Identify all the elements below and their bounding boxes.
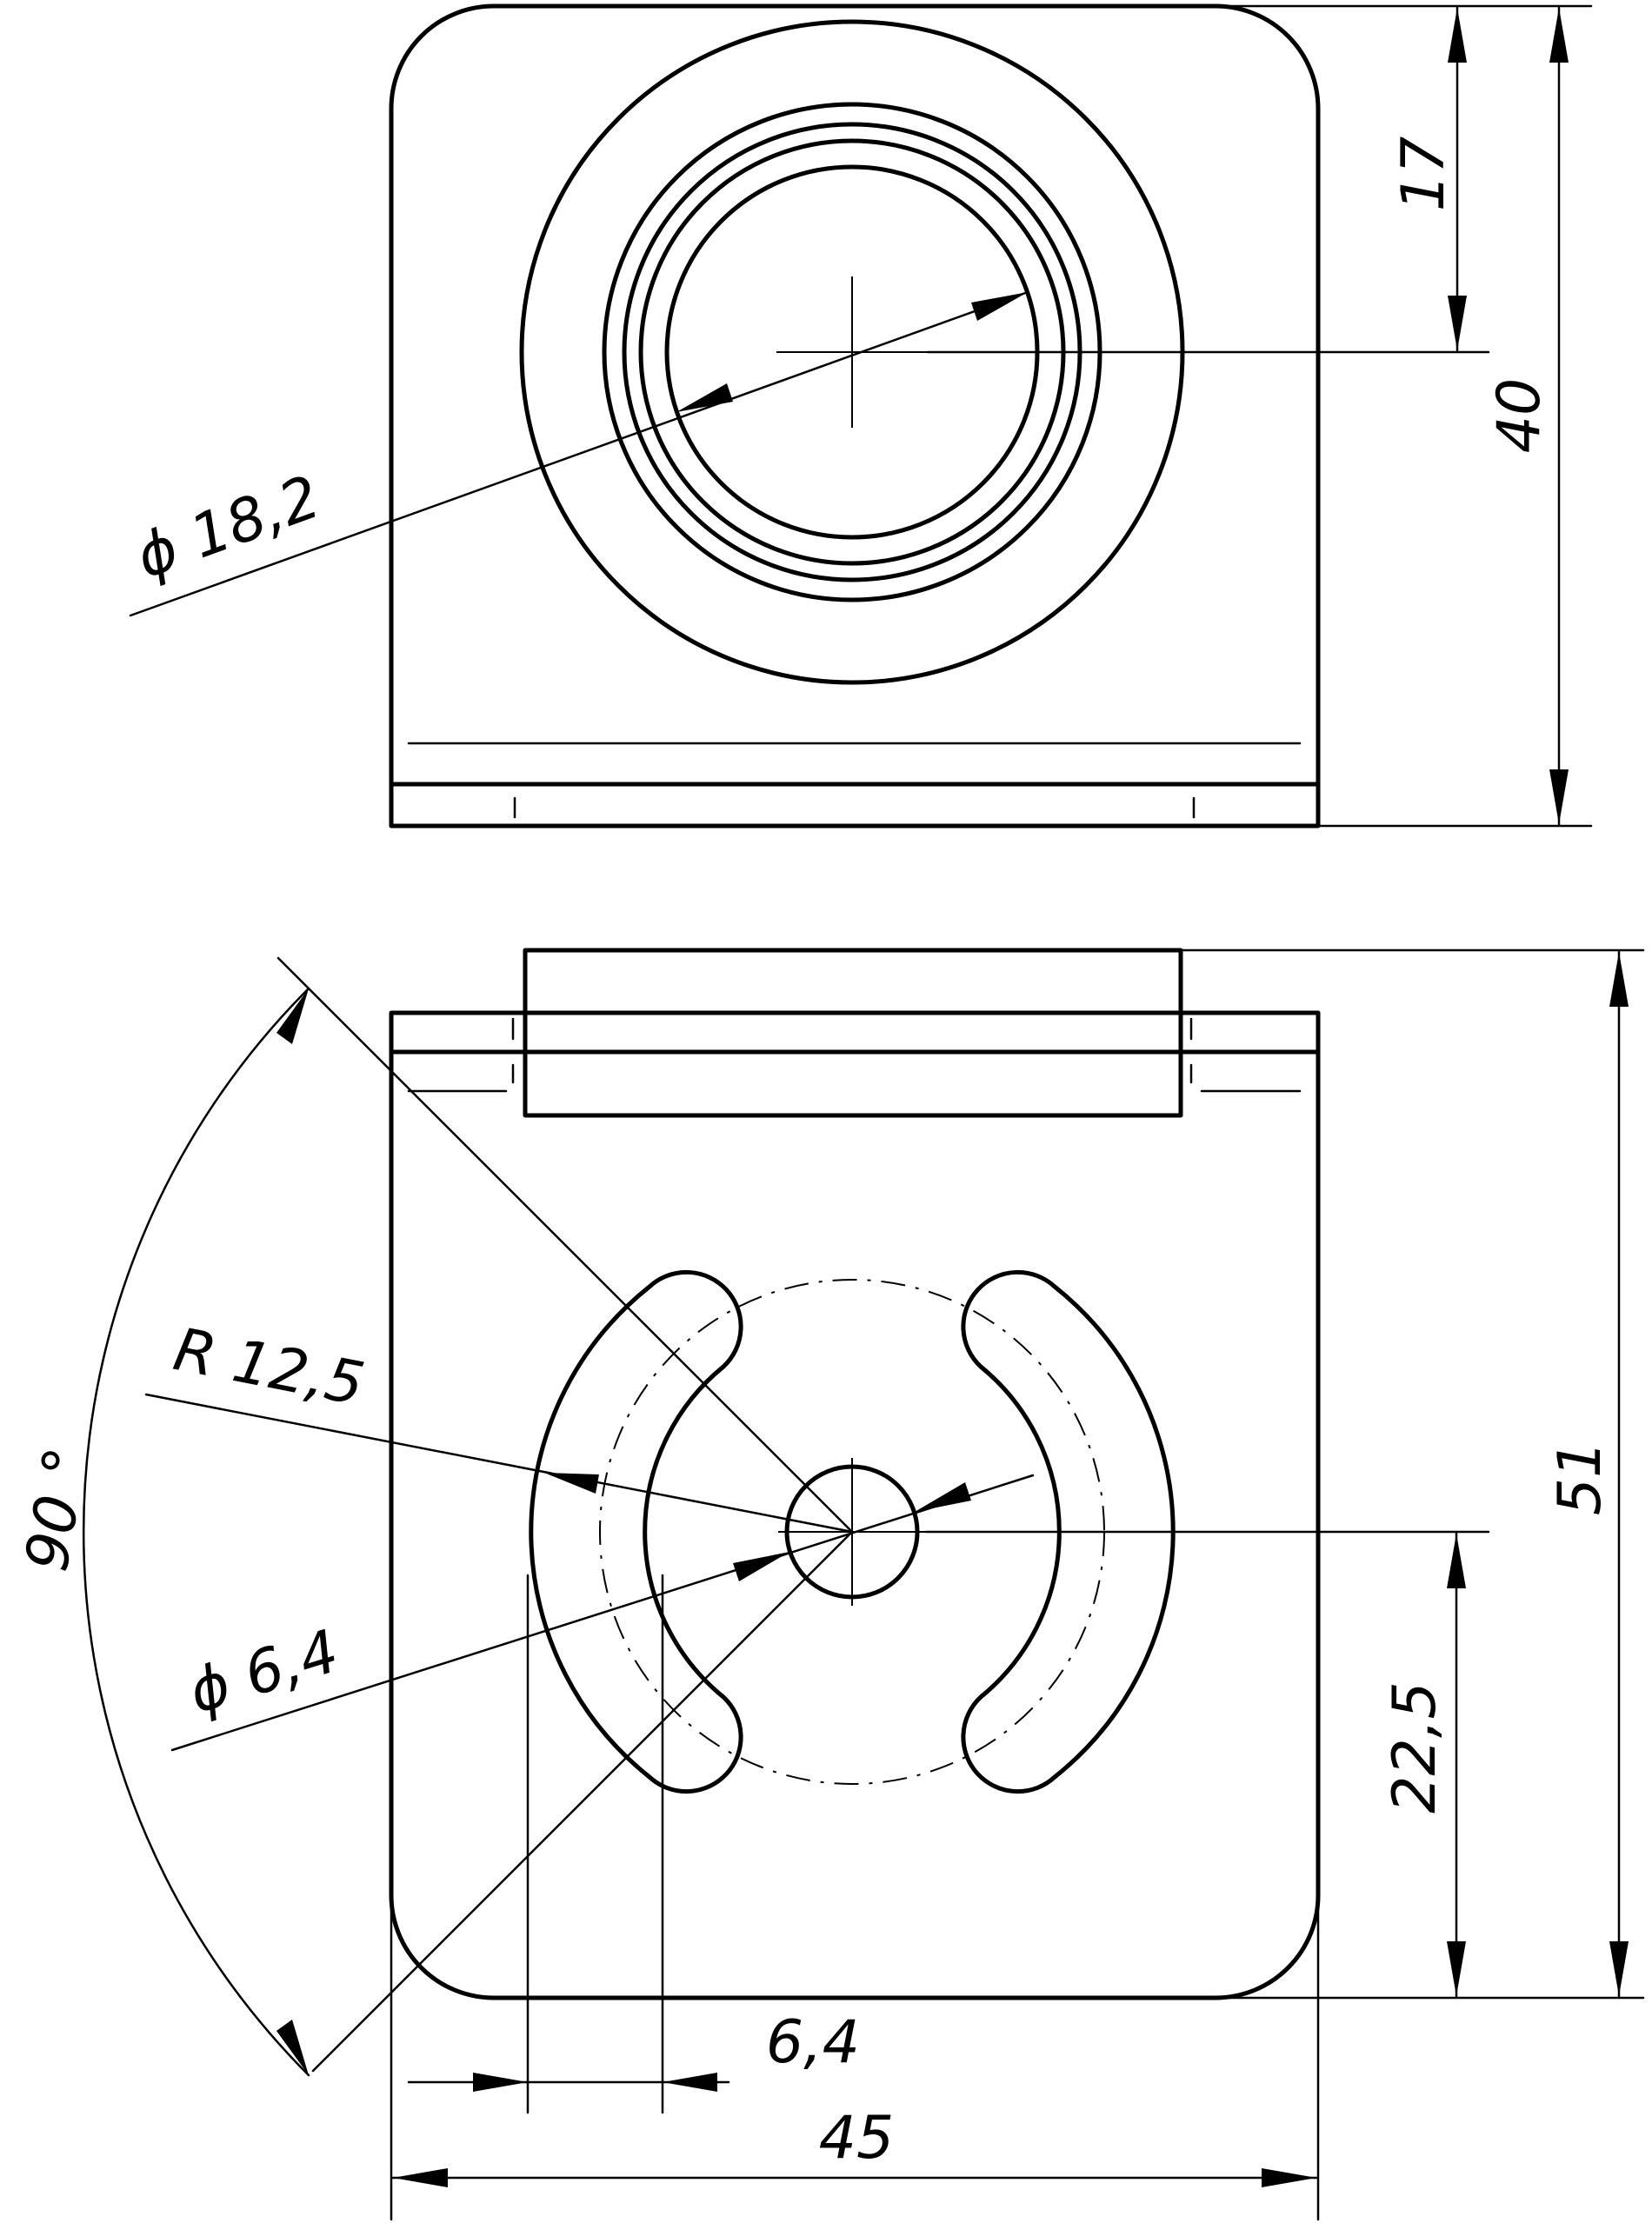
left-slot bbox=[529, 1269, 743, 1794]
bore-diameter-arrow-left bbox=[676, 383, 733, 412]
dim-22-5-label: 22,5 bbox=[1381, 1681, 1449, 1813]
dim-slot-width-label: 6,4 bbox=[766, 2008, 860, 2077]
bottom-view: 51 22,5 45 6,4 R 12,5 ϕ 6,4 90 ° bbox=[13, 948, 1645, 2221]
dim-45-arrow-left bbox=[393, 2168, 448, 2187]
dim-40-label: 40 bbox=[1485, 378, 1554, 454]
angle-label: 90 ° bbox=[13, 1442, 102, 1576]
dim-51-arrow-top bbox=[1609, 952, 1629, 1007]
dim-17-arrow-top bbox=[1448, 8, 1467, 63]
dim-51-arrow-bottom bbox=[1609, 1941, 1629, 1996]
dim-40-arrow-top bbox=[1549, 8, 1569, 63]
dim-51-label: 51 bbox=[1546, 1441, 1615, 1516]
hole-diameter-arrow-left bbox=[733, 1552, 789, 1581]
dim-45-arrow-right bbox=[1262, 2168, 1316, 2187]
slot-radius-leader bbox=[144, 1393, 854, 1534]
angle-arc bbox=[82, 987, 310, 2077]
dim-17-label: 17 bbox=[1389, 136, 1458, 212]
dim-17-arrow-bottom bbox=[1448, 296, 1467, 350]
top-view: 17 40 ϕ 18,2 bbox=[127, 3, 1593, 829]
boss-rect bbox=[523, 948, 1183, 1118]
bore-diameter-label: ϕ 18,2 bbox=[127, 463, 329, 592]
top-view-outline bbox=[389, 3, 1321, 829]
hole-diameter-arrow-right bbox=[915, 1482, 971, 1512]
bore-diameter-arrow-right bbox=[971, 292, 1028, 321]
dim-22-5-arrow-bottom bbox=[1447, 1941, 1466, 1996]
right-slot bbox=[961, 1269, 1176, 1794]
hole-diameter-label: ϕ 6,4 bbox=[181, 1617, 346, 1727]
dim-slot-width-arrow-right bbox=[663, 2073, 717, 2092]
angle-ray-upper bbox=[276, 956, 854, 1534]
angle-arrow-bottom bbox=[276, 2020, 309, 2075]
slot-radius-arrow bbox=[544, 1473, 599, 1494]
angle-ray-lower bbox=[311, 1530, 854, 2073]
hole-diameter-leader bbox=[170, 1474, 1035, 1752]
angle-arrow-top bbox=[276, 988, 309, 1044]
dim-40-arrow-bottom bbox=[1549, 769, 1569, 824]
dim-slot-width-arrow-left bbox=[473, 2073, 528, 2092]
bore-diameter-leader bbox=[129, 290, 1029, 617]
dim-22-5-arrow-top bbox=[1447, 1534, 1466, 1588]
dim-45-label: 45 bbox=[819, 2104, 895, 2173]
